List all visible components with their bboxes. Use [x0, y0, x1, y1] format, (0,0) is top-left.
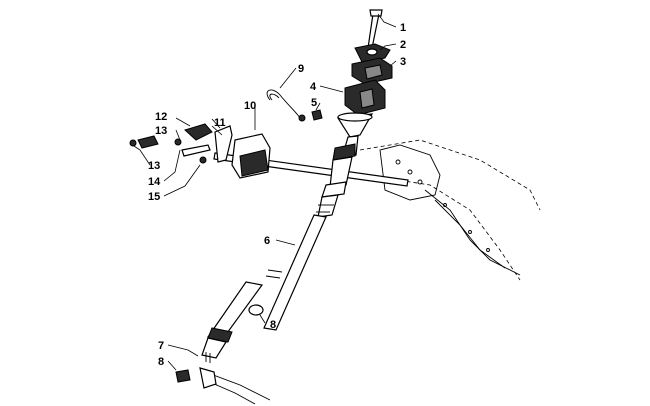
callout-7: 7	[158, 340, 164, 352]
callout-3: 3	[400, 56, 406, 68]
bracket-11	[214, 125, 233, 163]
lower-tube	[201, 281, 264, 363]
grip-10	[231, 133, 271, 179]
callout-13-lower: 13	[148, 160, 160, 172]
chassis-frame	[359, 139, 541, 281]
callout-13-upper: 13	[155, 125, 167, 137]
clamp-3	[351, 57, 393, 85]
small-hardware	[129, 135, 211, 164]
callout-6: 6	[264, 235, 270, 247]
bracket-12	[184, 123, 213, 141]
callout-4: 4	[310, 81, 317, 93]
callout-9: 9	[298, 63, 304, 75]
lower-cup	[175, 369, 191, 383]
callout-14: 14	[148, 176, 161, 188]
steering-column-upper	[316, 112, 374, 218]
bushing-8	[248, 304, 264, 316]
cable-9	[266, 89, 306, 122]
nut-5	[311, 109, 323, 121]
callout-15: 15	[148, 191, 160, 203]
leader-lines	[133, 13, 397, 371]
callout-8-shaft: 8	[270, 319, 276, 331]
callout-8-left: 8	[158, 356, 164, 368]
clamp-block-4	[344, 79, 386, 116]
callout-10: 10	[244, 100, 256, 112]
lower-bracket	[199, 367, 271, 405]
bolt-1	[367, 9, 383, 49]
callout-2: 2	[400, 39, 406, 51]
steering-shaft-6	[263, 214, 327, 331]
callouts: 1 2 3 4 5 6 7 8 8 9 10 11 12 13 13 14 15	[148, 22, 406, 368]
callout-5: 5	[311, 97, 317, 109]
callout-12: 12	[155, 111, 167, 123]
callout-11: 11	[214, 117, 226, 129]
callout-1: 1	[400, 22, 406, 34]
